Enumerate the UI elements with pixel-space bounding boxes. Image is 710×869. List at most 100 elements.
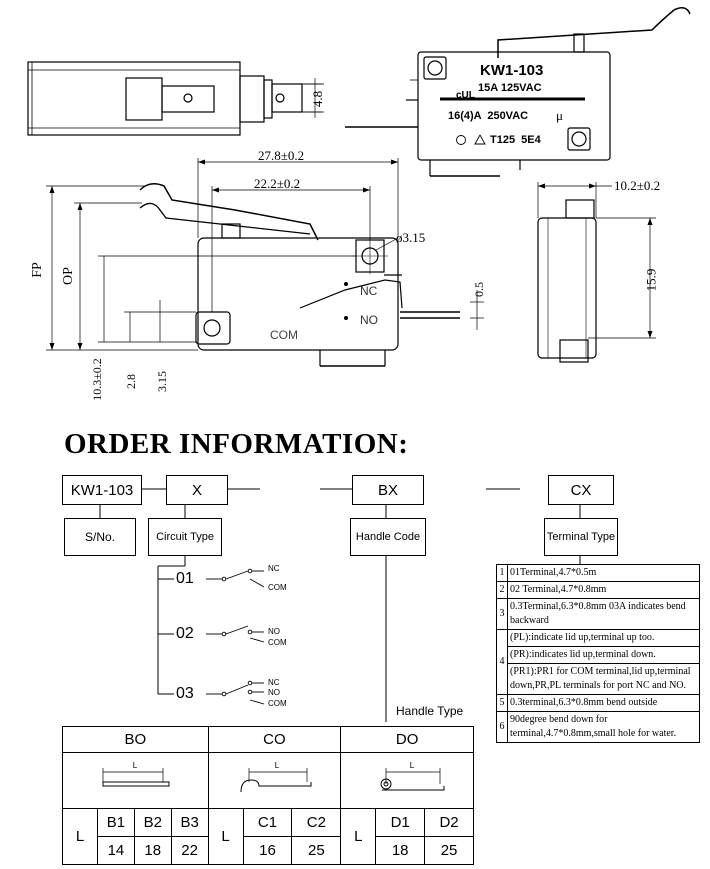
value-b3: 22 bbox=[170, 836, 209, 865]
bo-dim-label: L bbox=[133, 761, 138, 770]
dim-bottom-3: 3.15 bbox=[155, 371, 169, 392]
row-text: 01Terminal,4.7*0.5m bbox=[507, 564, 700, 582]
mu-symbol: μ bbox=[556, 108, 563, 123]
handle-code-label: Handle Code bbox=[350, 518, 426, 556]
terminal-label-no: NO bbox=[360, 313, 378, 327]
row-number: 6 bbox=[496, 711, 508, 743]
row-line: (PR):indicates lid up,terminal down. bbox=[508, 647, 699, 664]
dim-body-height: 15.9 bbox=[643, 268, 659, 292]
dim-pivot-length: 22.2±0.2 bbox=[254, 176, 301, 191]
co-dim-label: L bbox=[275, 761, 280, 770]
do-dim-label: L bbox=[410, 761, 415, 770]
circuit-01-label-com: COM bbox=[268, 583, 287, 592]
circuit-03-label-com: COM bbox=[268, 699, 287, 708]
circuit-symbols bbox=[206, 568, 265, 705]
dim-fp: FP bbox=[29, 262, 45, 278]
terminal-code-box: CX bbox=[548, 475, 614, 505]
value-b1: 14 bbox=[97, 836, 135, 865]
end-view-drawing bbox=[537, 199, 597, 363]
dim-gap: 0.5 bbox=[472, 282, 486, 297]
value-b2: 18 bbox=[133, 836, 172, 865]
bo-handle-icon: L bbox=[102, 761, 170, 786]
dim-hole: ø3.15 bbox=[396, 230, 426, 245]
row-number: 1 bbox=[496, 564, 508, 582]
ul-mark-icon: cUL bbox=[456, 90, 475, 101]
row-number: 2 bbox=[496, 581, 508, 599]
code-b2: B2 bbox=[133, 808, 172, 837]
circuit-01-label-nc: NC bbox=[268, 564, 280, 573]
circuit-03-label-no: NO bbox=[268, 688, 280, 697]
code-d1: D1 bbox=[375, 808, 426, 837]
circuit-03-label-nc: NC bbox=[268, 678, 280, 687]
model-label: KW1-103 bbox=[480, 62, 544, 79]
dim-op: OP bbox=[60, 267, 76, 285]
dim-bottom-1: 10.3±0.2 bbox=[89, 358, 104, 401]
top-view-drawing bbox=[27, 61, 322, 136]
code-b1: B1 bbox=[97, 808, 135, 837]
handle-type-label: Handle Type bbox=[396, 704, 464, 718]
do-handle-icon: L bbox=[380, 761, 445, 790]
code-b3: B3 bbox=[170, 808, 209, 837]
do-handle-drawing: L bbox=[340, 752, 474, 809]
co-handle-drawing: L bbox=[207, 752, 342, 809]
row-text: 0.3terminal,6.3*0.8mm bend outside bbox=[507, 694, 700, 712]
row-text: 90degree bend down for terminal,4.7*0.8m… bbox=[507, 711, 700, 743]
code-d2: D2 bbox=[424, 808, 474, 837]
row-text: 02 Terminal,4.7*0.8mm bbox=[507, 581, 700, 599]
co-handle-icon: L bbox=[240, 761, 312, 792]
row-number: 5 bbox=[496, 694, 508, 712]
dim-terminal-width: 4.8 bbox=[310, 90, 326, 108]
dim-overall-length: 27.8±0.2 bbox=[258, 148, 305, 163]
circuit-code-box: X bbox=[166, 475, 228, 505]
row-line: (PR1):PR1 for COM terminal,lid up,termin… bbox=[510, 666, 691, 691]
row-line: (PL):indicate lid up,terminal up too. bbox=[508, 630, 699, 647]
sn-label: S/No. bbox=[64, 518, 136, 556]
handle-code-box: BX bbox=[352, 475, 424, 505]
dim-body-width: 10.2±0.2 bbox=[614, 178, 661, 193]
rating-2: 16(4)A 250VAC bbox=[448, 110, 529, 122]
group-do: DO bbox=[340, 726, 474, 753]
group-co: CO bbox=[207, 726, 342, 753]
rating-1: 15A 125VAC bbox=[478, 82, 542, 94]
row-number: 4 bbox=[496, 629, 508, 695]
group-bo: BO bbox=[62, 726, 209, 753]
labeled-switch-drawing bbox=[345, 7, 691, 177]
row-text: 0.3Terminal,6.3*0.8mm 03A indicates bend… bbox=[507, 598, 700, 630]
circuit-type-label: Circuit Type bbox=[148, 518, 222, 556]
circuit-02-label-no: NO bbox=[268, 627, 280, 636]
bo-handle-drawing: L bbox=[62, 752, 209, 809]
circuit-code-02: 02 bbox=[176, 625, 194, 642]
handle-type-table: BO CO DO L bbox=[62, 726, 474, 865]
row-number: 3 bbox=[496, 598, 508, 630]
order-title: ORDER INFORMATION: bbox=[64, 428, 409, 460]
value-d2: 25 bbox=[424, 836, 474, 865]
technical-drawings bbox=[27, 7, 691, 367]
circuit-02-label-com: COM bbox=[268, 638, 287, 647]
code-c2: C2 bbox=[291, 808, 342, 837]
row-text: (PL):indicate lid up,terminal up too. (P… bbox=[507, 629, 700, 695]
terminal-label-nc: NC bbox=[360, 284, 378, 298]
value-d1: 18 bbox=[375, 836, 426, 865]
model-box: KW1-103 bbox=[62, 475, 142, 505]
bo-row-label: L bbox=[62, 808, 98, 865]
terminal-type-label: Terminal Type bbox=[544, 518, 618, 556]
table-row: 4 (PL):indicate lid up,terminal up too. … bbox=[496, 629, 700, 695]
side-view-drawing bbox=[139, 183, 460, 367]
do-row-label: L bbox=[340, 808, 377, 865]
order-connectors bbox=[99, 488, 581, 722]
code-c1: C1 bbox=[242, 808, 293, 837]
circuit-code-03: 03 bbox=[176, 685, 194, 702]
circuit-code-01: 01 bbox=[176, 570, 194, 587]
dim-bottom-2: 2.8 bbox=[124, 374, 138, 389]
co-row-label: L bbox=[207, 808, 244, 865]
value-c2: 25 bbox=[291, 836, 342, 865]
terminal-label-com: COM bbox=[270, 328, 298, 342]
value-c1: 16 bbox=[242, 836, 293, 865]
rating-3: T125 5E4 bbox=[490, 134, 541, 146]
